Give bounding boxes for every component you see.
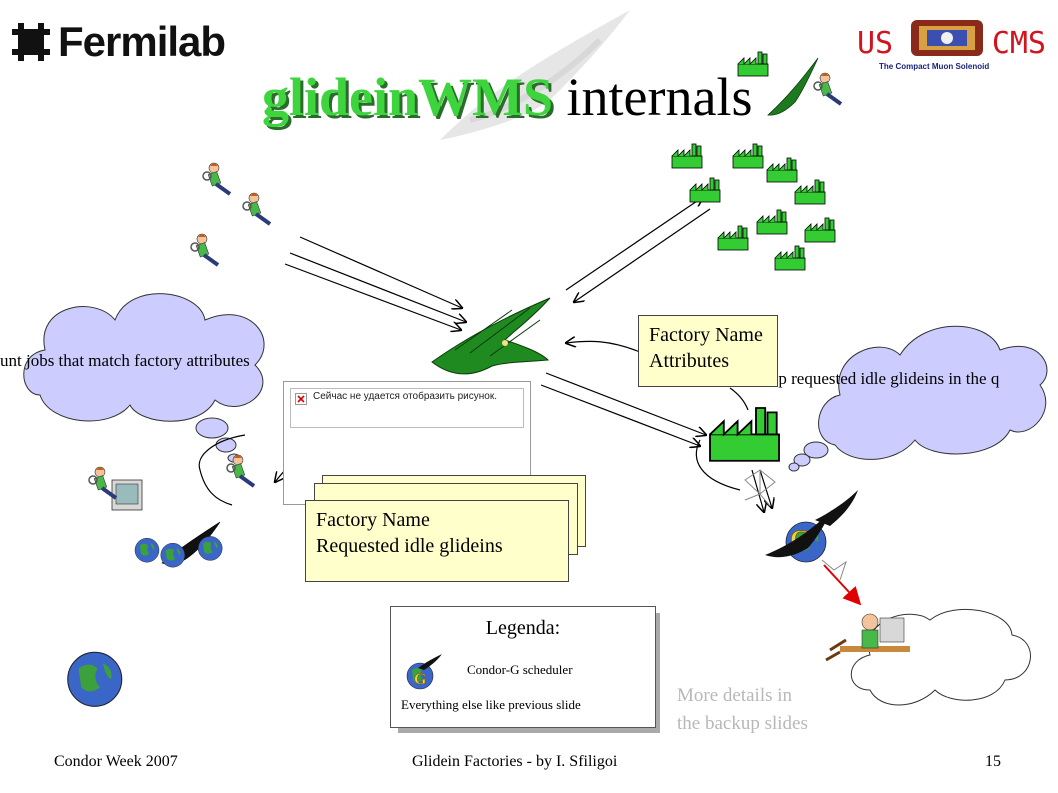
central-eagle-icon — [431, 297, 551, 375]
factory-icon — [732, 143, 764, 169]
mesh-icon — [744, 469, 847, 581]
legend-condor-g-icon: G — [406, 654, 442, 690]
factory-icon — [804, 217, 836, 243]
factory-icon — [709, 407, 780, 462]
user-icon — [201, 161, 232, 196]
globe-icon — [134, 537, 160, 563]
user-icon — [812, 71, 843, 106]
eagle-icon — [765, 510, 832, 558]
background-eagle-icon — [440, 10, 630, 140]
fermilab-wordmark: Fermilab — [58, 18, 226, 65]
attributes-note-line2: Attributes — [649, 350, 729, 372]
missing-image-frame: Сейчас не удается отобразить рисунок. — [290, 388, 524, 428]
computer-icon — [111, 479, 143, 511]
factory-icon — [717, 225, 749, 251]
right-cloud-text: Keep requested idle glideins in the q — [751, 369, 1000, 388]
factory-icon — [689, 177, 721, 203]
fermilab-icon — [12, 23, 50, 61]
footer-center: Glidein Factories - by I. Sfiligoi — [412, 753, 618, 770]
eagle-icon — [815, 490, 858, 526]
eagle-icon — [767, 57, 819, 116]
factory-icon — [737, 51, 769, 77]
request-note-front: Factory Name Requested idle glideins — [305, 500, 569, 582]
legend-everything-else: Everything else like previous slide — [401, 697, 581, 712]
globe-icon — [67, 651, 123, 707]
left-cloud-text: unt jobs that match factory attributes — [0, 351, 250, 370]
factory-icon — [671, 143, 703, 169]
title-internals: internals — [566, 67, 753, 127]
request-note-line1: Factory Name — [316, 509, 430, 531]
red-arrow-icon — [823, 564, 862, 606]
uscms-logo: US CMS The Compact Muon Solenoid — [855, 12, 1050, 74]
factory-icon — [794, 179, 826, 205]
more-details-text: More details in the backup slides — [677, 682, 808, 738]
globe-icon — [160, 542, 186, 568]
more-details-line1: More details in — [677, 685, 793, 706]
svg-text:G: G — [414, 671, 427, 688]
left-thought-cloud — [23, 293, 265, 463]
title-glideinwms: glideinWMS — [262, 67, 554, 127]
user-icon — [189, 232, 220, 267]
cms-detector-icon — [911, 20, 983, 56]
user-icon — [241, 191, 272, 226]
factory-icon — [756, 209, 788, 235]
right-thought-cloud — [788, 325, 1048, 472]
legend-condor-g: Condor-G scheduler — [467, 662, 573, 677]
fermilab-logo: Fermilab — [12, 18, 226, 66]
legend-box: Legenda: Condor-G scheduler Everything e… — [390, 606, 656, 728]
footer-page-number: 15 — [985, 753, 1001, 770]
cms-subtitle: The Compact Muon Solenoid — [879, 62, 990, 71]
broken-image-icon — [295, 393, 307, 405]
globe-icon — [197, 536, 223, 561]
slide-title: glideinWMS internals — [262, 66, 753, 128]
attributes-note: Factory Name Attributes — [638, 315, 778, 387]
factory-icon — [766, 157, 798, 183]
more-details-line2: the backup slides — [677, 713, 808, 734]
cms-text: CMS — [991, 26, 1046, 61]
frustrated-user-icon — [825, 613, 910, 662]
cms-us-text: US — [857, 26, 894, 61]
bottom-right-cloud — [850, 608, 1031, 706]
factory-icon — [774, 245, 806, 271]
request-note-line2: Requested idle glideins — [316, 535, 503, 557]
missing-image-message: Сейчас не удается отобразить рисунок. — [313, 391, 497, 402]
legend-title: Legenda: — [485, 617, 561, 639]
footer-left: Condor Week 2007 — [54, 753, 178, 770]
attributes-note-line1: Factory Name — [649, 324, 763, 346]
